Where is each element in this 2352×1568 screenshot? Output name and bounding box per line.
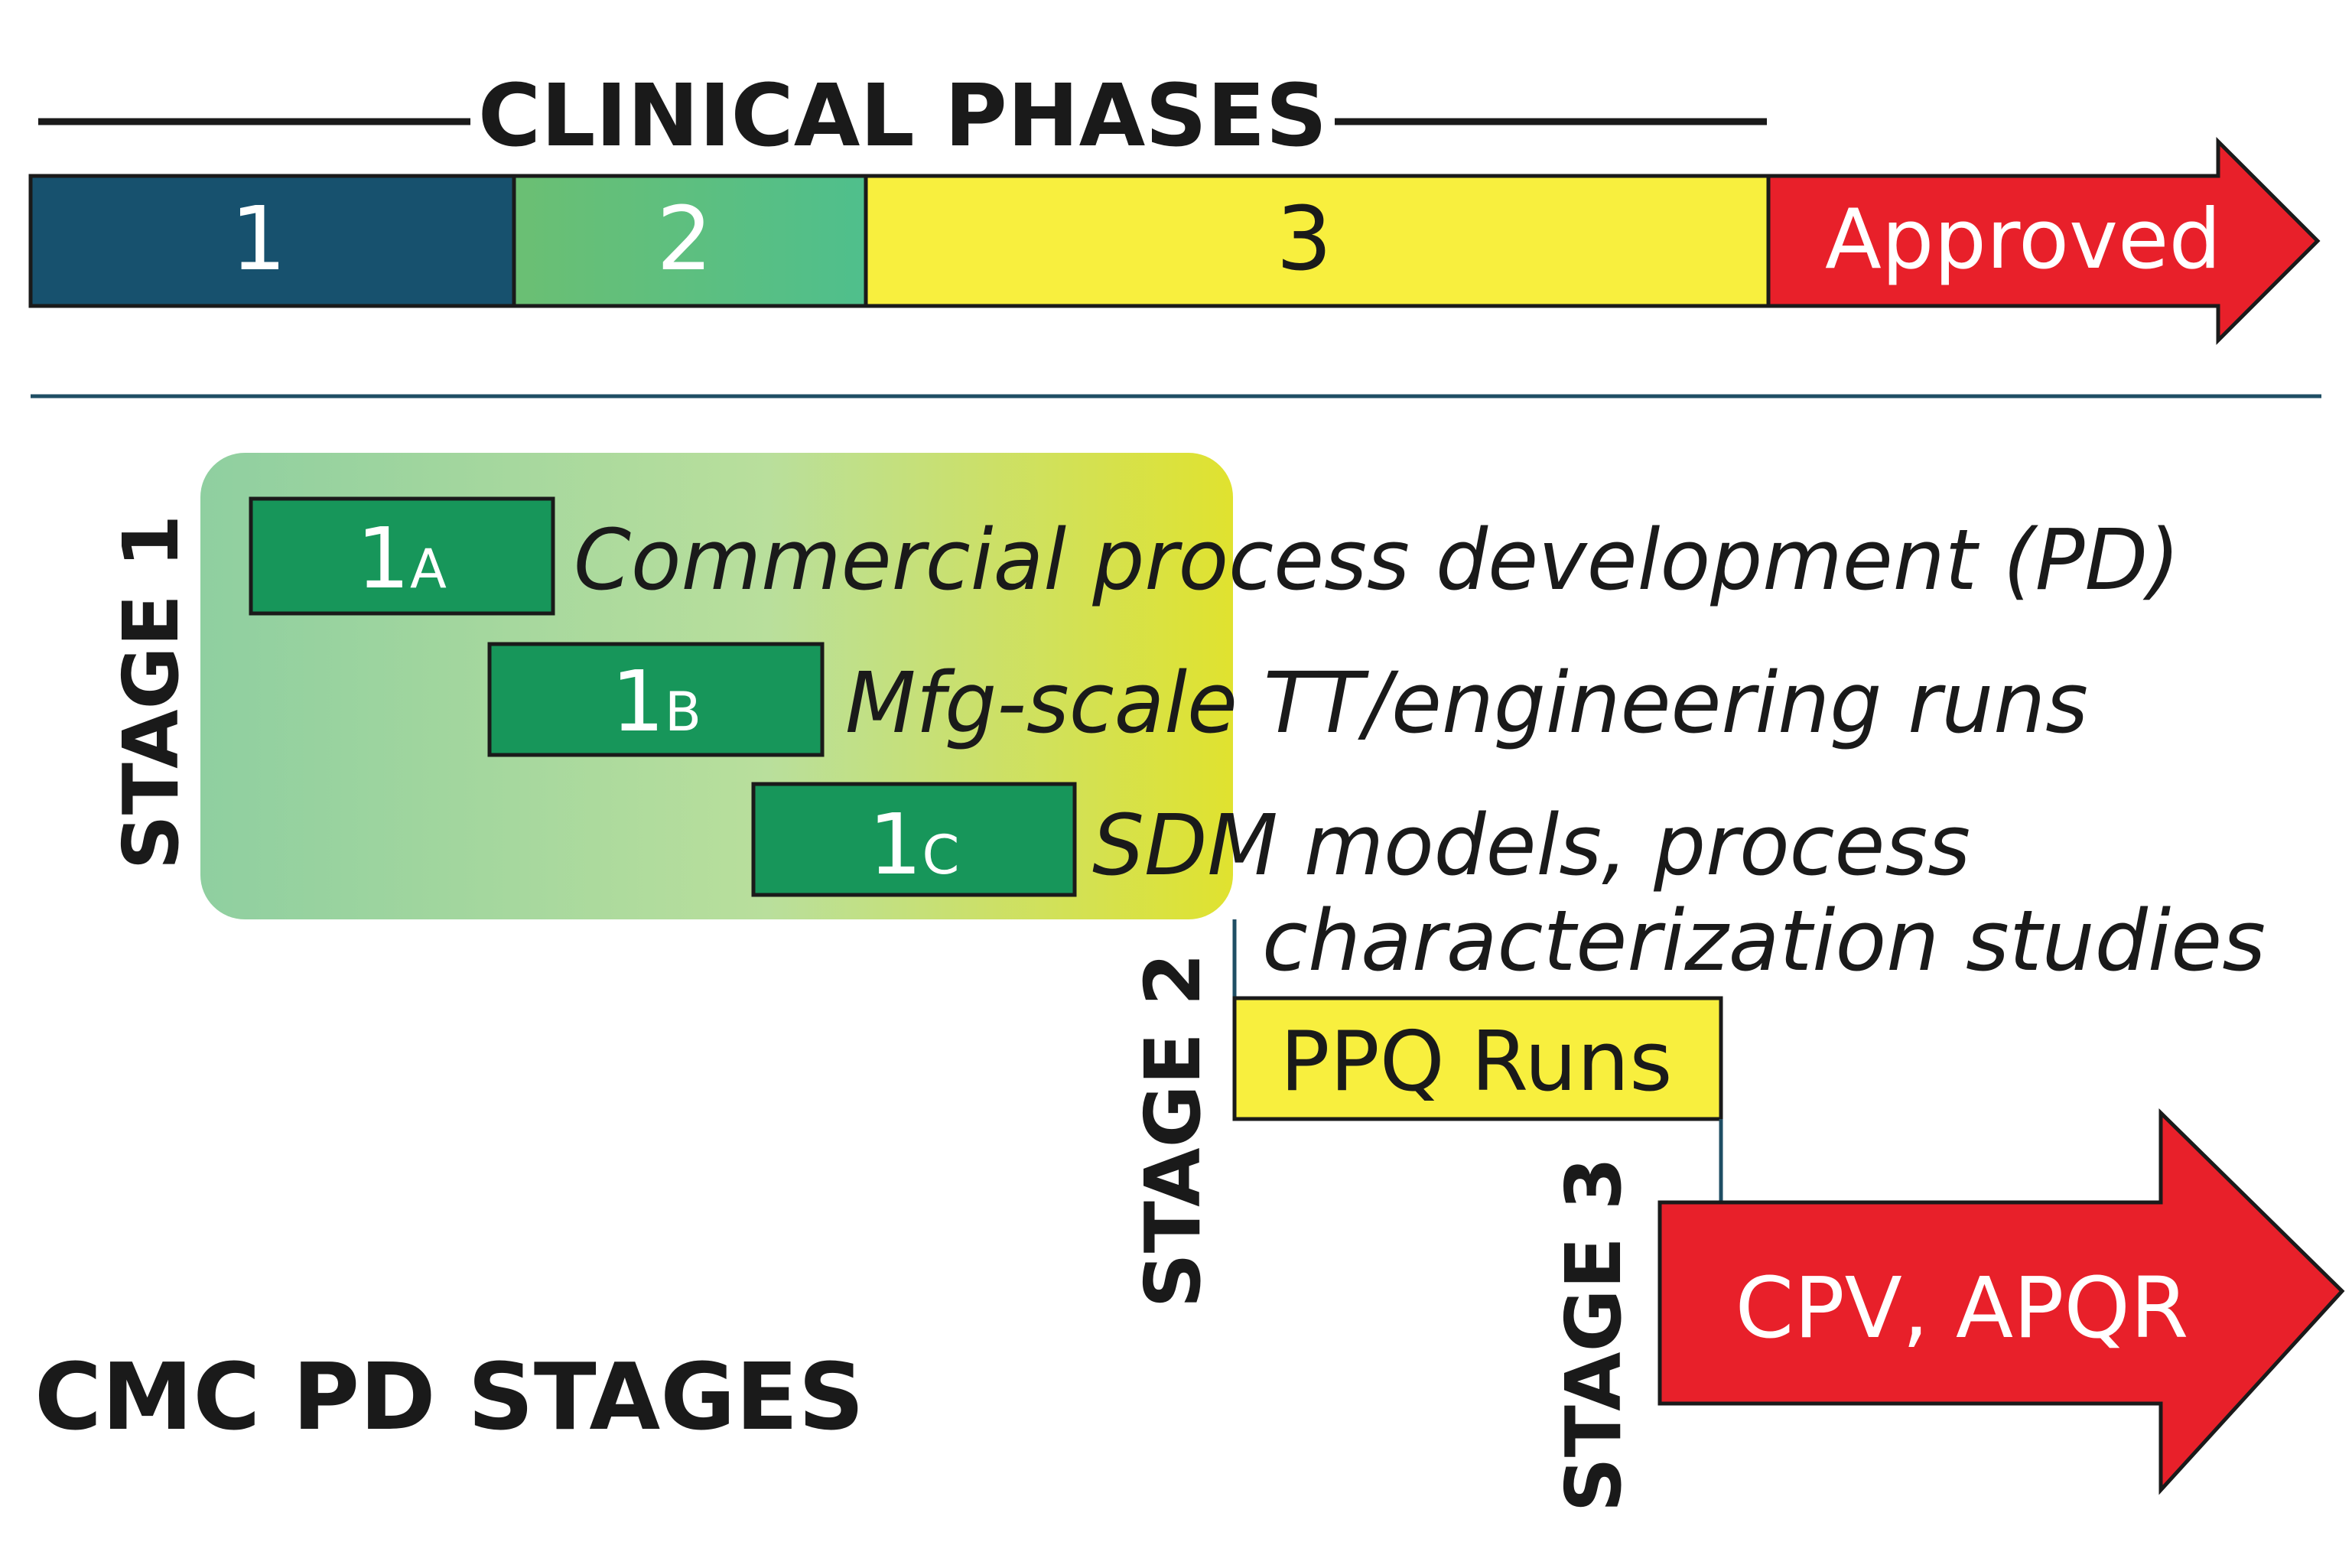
cmc-pd-stages-heading: CMC PD STAGES bbox=[34, 1345, 864, 1451]
stage-1c-box bbox=[751, 782, 1077, 897]
clinical-phases-section: CLINICAL PHASES 1 2 3 Approved bbox=[28, 67, 2321, 346]
stage-1c-subscript: C bbox=[922, 824, 960, 886]
phase-3-segment bbox=[864, 174, 1771, 308]
phase-2-segment bbox=[512, 174, 868, 308]
stage-1-label: STAGE 1 bbox=[106, 515, 196, 870]
ppq-runs-box bbox=[1232, 996, 1723, 1121]
stage-3-label: STAGE 3 bbox=[1549, 1157, 1638, 1513]
stage-1a-number: 1 bbox=[356, 509, 410, 607]
cpv-apqr-arrow bbox=[1657, 1108, 2345, 1495]
stage-1b-label: 1B bbox=[611, 652, 701, 750]
stage-2-group: STAGE 2 PPQ Runs bbox=[1128, 919, 1723, 1309]
approved-label: Approved bbox=[1825, 192, 2221, 288]
stage-1c-description-line-2: characterization studies bbox=[1262, 892, 2266, 990]
ppq-runs-label: PPQ Runs bbox=[1280, 1014, 1673, 1110]
phase-3-label: 3 bbox=[1276, 188, 1332, 291]
stage-1a-label: 1A bbox=[356, 509, 447, 607]
stage-1c-description-line-1: SDM models, process bbox=[1092, 796, 1970, 894]
phase-1-label: 1 bbox=[230, 188, 286, 291]
stage-1b-subscript: B bbox=[665, 681, 701, 743]
phase-2-label: 2 bbox=[656, 188, 712, 291]
stage-2-label: STAGE 2 bbox=[1128, 953, 1218, 1309]
stage-1b-box bbox=[487, 642, 825, 757]
stage-1a-subscript: A bbox=[410, 538, 447, 600]
stage-1b-description: Mfg-scale TT/engineering runs bbox=[845, 654, 2088, 752]
clinical-phases-title: CLINICAL PHASES bbox=[478, 67, 1327, 166]
stage-1c-number: 1 bbox=[869, 795, 922, 893]
stage-3-group: STAGE 3 CPV, APQR bbox=[1549, 1108, 2345, 1513]
phase-1-segment bbox=[28, 174, 516, 308]
stage-1a-box bbox=[249, 496, 555, 616]
cpv-apqr-label: CPV, APQR bbox=[1736, 1259, 2189, 1357]
stage-1b-number: 1 bbox=[611, 652, 665, 750]
stage-1-group: STAGE 1 1A Commercial process developmen… bbox=[106, 453, 2266, 990]
stage-1c-label: 1C bbox=[869, 795, 960, 893]
approved-arrow bbox=[1766, 136, 2321, 346]
stage-1a-description: Commercial process development (PD) bbox=[574, 511, 2180, 609]
